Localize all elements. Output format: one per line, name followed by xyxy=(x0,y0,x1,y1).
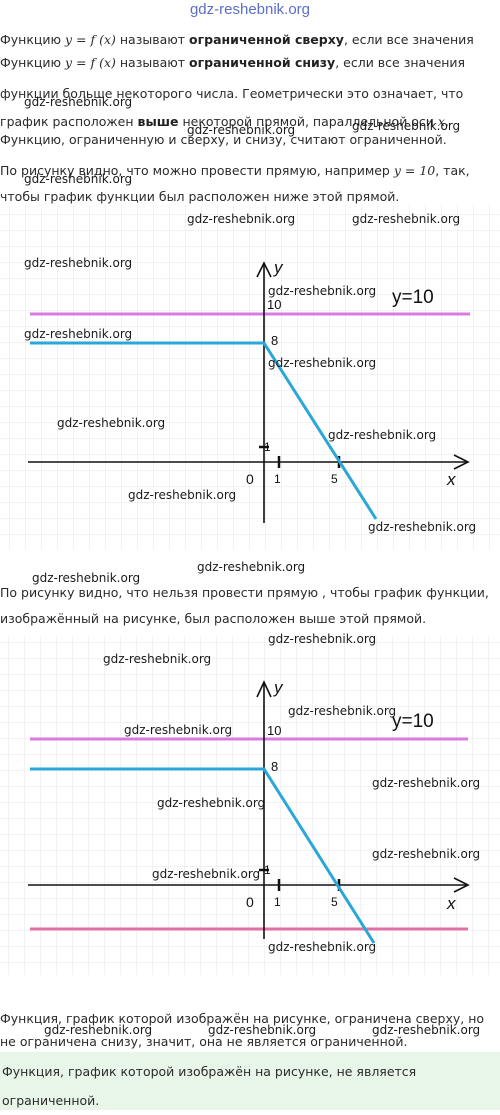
watermark: gdz-reshebnik.org xyxy=(368,520,477,534)
x-tick-label-1: 1 xyxy=(274,895,281,909)
watermark: gdz-reshebnik.org xyxy=(44,1023,153,1037)
watermark: gdz-reshebnik.org xyxy=(152,867,261,881)
watermark: gdz-reshebnik.org xyxy=(197,560,306,574)
origin-label: 0 xyxy=(246,894,254,910)
origin-label: 0 xyxy=(246,471,254,487)
grid xyxy=(0,637,500,975)
answer-text: Функция, график которой изображён на рис… xyxy=(2,1064,417,1108)
x-tick-label-1: 1 xyxy=(274,472,281,486)
y-tick-label-1: 1 xyxy=(264,863,271,877)
x-axis-arrow xyxy=(453,454,470,470)
y-value-label-8: 8 xyxy=(271,333,278,348)
watermark: gdz-reshebnik.org xyxy=(24,256,133,270)
watermark: gdz-reshebnik.org xyxy=(24,327,133,341)
paragraph-conclusion: Функция, график которой изображён на рис… xyxy=(0,1011,485,1049)
answer-box: Функция, график которой изображён на рис… xyxy=(0,1052,500,1110)
watermark: gdz-reshebnik.org xyxy=(157,796,266,810)
axis-label-x: x xyxy=(446,470,456,489)
graph-upper-bound: y x 0 1 5 1 8 10 y=10 xyxy=(0,205,500,550)
grid xyxy=(0,205,500,550)
function-graph xyxy=(30,341,378,520)
y-axis-arrow xyxy=(256,261,272,278)
watermark: gdz-reshebnik.org xyxy=(268,356,377,370)
axis-label-y: y xyxy=(273,678,284,697)
paragraph-bounded-below: Функцию y = f (x) называют ограниченной … xyxy=(0,55,466,70)
line-label-y10: y=10 xyxy=(392,711,434,732)
watermark: gdz-reshebnik.org xyxy=(268,284,377,298)
axis-label-y: y xyxy=(273,258,284,277)
watermark: gdz-reshebnik.org xyxy=(288,704,397,718)
x-tick-label-5: 5 xyxy=(331,472,338,486)
watermark: gdz-reshebnik.org xyxy=(24,95,133,109)
watermark: gdz-reshebnik.org xyxy=(372,1023,481,1037)
y-value-label-8: 8 xyxy=(271,759,278,774)
axis-label-x: x xyxy=(446,894,456,913)
watermark: gdz-reshebnik.org xyxy=(187,123,296,137)
watermark: gdz-reshebnik.org xyxy=(103,652,212,666)
watermark: gdz-reshebnik.org xyxy=(372,847,481,861)
watermark: gdz-reshebnik.org xyxy=(372,776,481,790)
watermark: gdz-reshebnik.org xyxy=(328,428,437,442)
graph-not-bounded-below: y x 0 1 5 1 8 10 y=10 xyxy=(0,637,500,975)
x-axis-arrow xyxy=(453,877,470,893)
x-tick-label-5: 5 xyxy=(331,895,338,909)
watermark: gdz-reshebnik.org xyxy=(24,172,133,186)
function-graph xyxy=(30,767,376,944)
watermark: gdz-reshebnik.org xyxy=(208,1023,317,1037)
watermark: gdz-reshebnik.org xyxy=(352,212,461,226)
y-value-label-10: 10 xyxy=(267,723,281,738)
line-label-y10: y=10 xyxy=(392,287,434,308)
paragraph-geometric: функции больше некоторого числа. Геометр… xyxy=(0,86,464,129)
watermark: gdz-reshebnik.org xyxy=(352,119,461,133)
y-tick-label-1: 1 xyxy=(264,440,271,454)
paragraph-no-lower-line: По рисунку видно, что нельзя провести пр… xyxy=(0,585,489,626)
y-value-label-10: 10 xyxy=(267,297,281,312)
paragraph-bounded: Функцию, ограниченную и сверху, и снизу,… xyxy=(0,132,447,147)
watermark: gdz-reshebnik.org xyxy=(128,488,237,502)
watermark: gdz-reshebnik.org xyxy=(32,571,141,585)
site-title[interactable]: gdz-reshebnik.org xyxy=(189,1,311,18)
y-axis-arrow xyxy=(256,680,272,698)
watermark: gdz-reshebnik.org xyxy=(124,723,233,737)
watermark: gdz-reshebnik.org xyxy=(268,632,377,646)
watermark: gdz-reshebnik.org xyxy=(57,416,166,430)
watermark: gdz-reshebnik.org xyxy=(268,940,377,954)
paragraph-upper-line: По рисунку видно, что можно провести пря… xyxy=(0,163,470,204)
watermark: gdz-reshebnik.org xyxy=(187,212,296,226)
paragraph-bounded-above: Функцию y = f (x) называют ограниченной … xyxy=(0,32,474,47)
